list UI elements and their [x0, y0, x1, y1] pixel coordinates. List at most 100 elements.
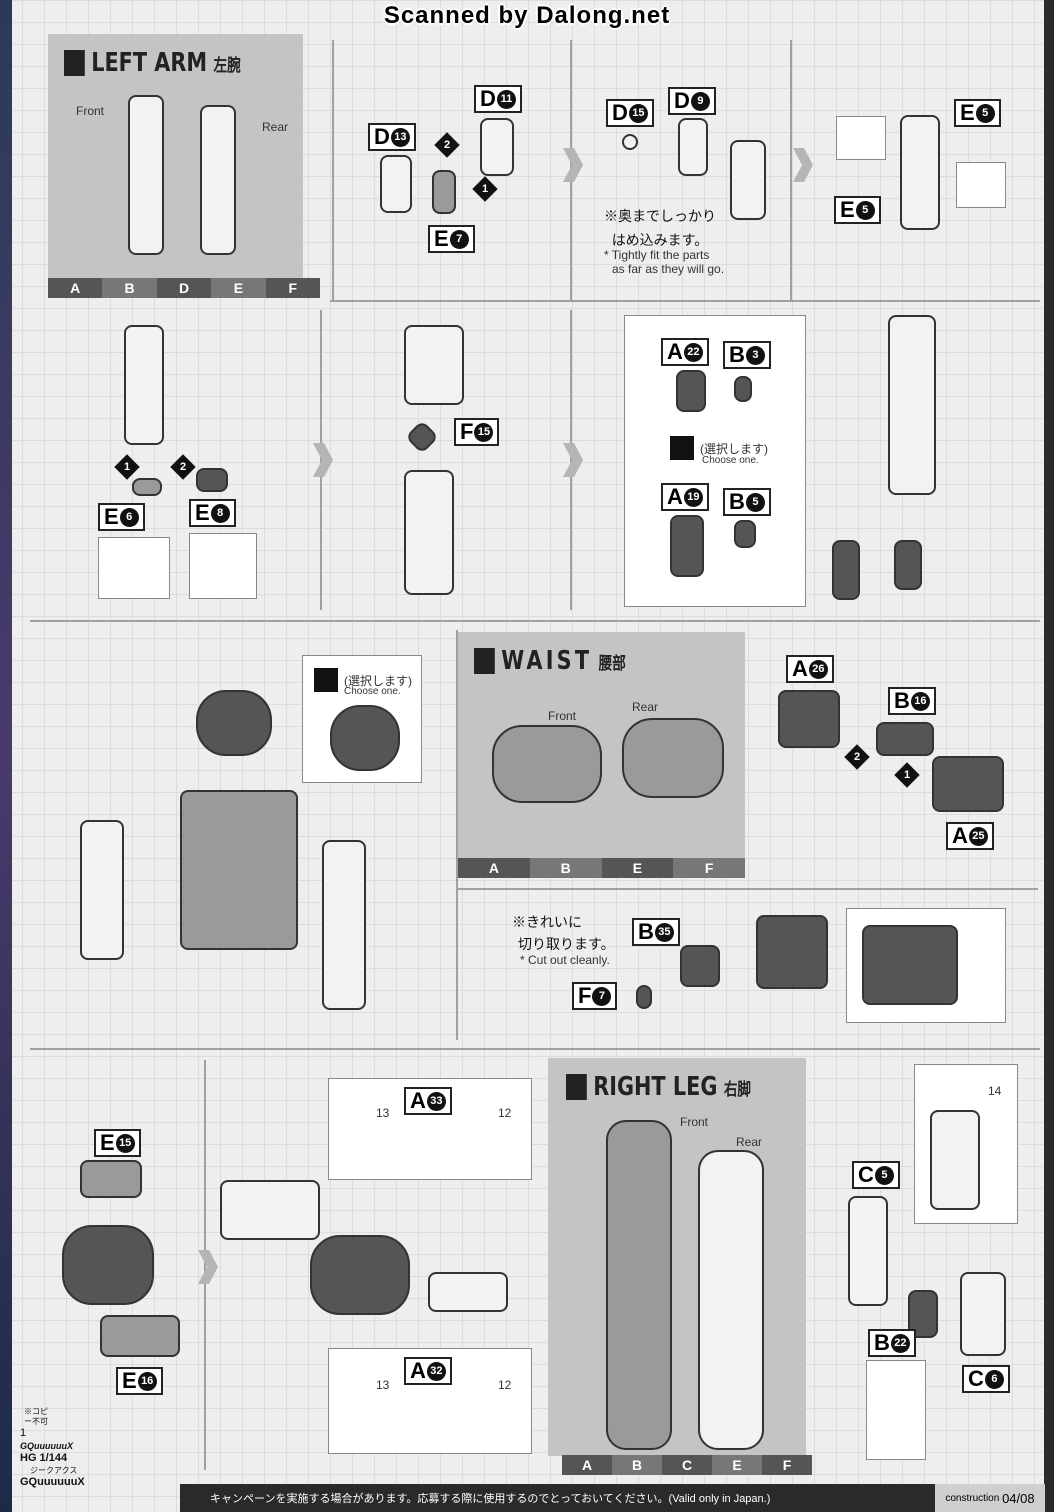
choose-box: [624, 315, 806, 607]
part-illustration: [756, 915, 828, 989]
detail-box: [956, 162, 1006, 208]
footer-bar: キャンペーンを実施する場合があります。応募する際に使用するのでとっておいてくださ…: [180, 1484, 1010, 1512]
part-illustration: [432, 170, 456, 214]
next-arrow-icon: [198, 1250, 218, 1284]
waist-front-illustration: [492, 725, 602, 803]
choose-jp: (選択します): [700, 442, 768, 456]
part-illustration: [132, 478, 162, 496]
detail-box: [836, 116, 886, 160]
part-number-badge: 13: [390, 127, 410, 147]
page-number: construction 04/08: [935, 1484, 1045, 1512]
step-marker: 2: [434, 132, 460, 158]
step-marker: 1: [894, 762, 920, 788]
part-number-badge: 15: [474, 422, 494, 442]
step-marker: 2: [170, 454, 196, 480]
part-illustration: [124, 325, 164, 445]
divider: [332, 40, 334, 300]
arm-illustration: [322, 840, 366, 1010]
page-edge: [1044, 0, 1054, 1512]
part-illustration: [404, 325, 464, 405]
rear-label: Rear: [262, 120, 289, 134]
page-value: 04/08: [1002, 1490, 1035, 1506]
arm-illustration: [888, 315, 936, 495]
part-number-badge: 15: [628, 103, 648, 123]
part-illustration: [960, 1272, 1006, 1356]
part-illustration: [680, 945, 720, 987]
divider: [790, 40, 792, 300]
part-illustration: [62, 1225, 154, 1305]
part-illustration: [310, 1235, 410, 1315]
part-number-badge: 5: [975, 103, 995, 123]
leg-rear-illustration: [698, 1150, 764, 1450]
part-illustration: [932, 756, 1004, 812]
choose-jp: (選択します): [344, 674, 412, 688]
waist-rear-illustration: [622, 718, 724, 798]
front-label: Front: [548, 709, 577, 723]
hand-part-illustration: [670, 515, 704, 577]
part-number-badge: 32: [426, 1361, 446, 1381]
brand-logo: GQuuuuuuX: [20, 1440, 73, 1451]
part-illustration: [930, 1110, 980, 1210]
detail-box: [98, 537, 170, 599]
part-illustration: [100, 1315, 180, 1357]
left-arm-panel: [48, 34, 303, 278]
leg-front-illustration: [606, 1120, 672, 1450]
note-jp: ※きれいに: [512, 914, 582, 930]
note-en: * Tightly fit the parts: [604, 248, 710, 262]
next-arrow-icon: [793, 148, 813, 182]
part-illustration: [196, 468, 228, 492]
scale: HG 1/144: [20, 1452, 68, 1464]
note-en: as far as they will go.: [612, 262, 725, 276]
part-illustration: [428, 1272, 508, 1312]
part-number-badge: 22: [683, 342, 703, 362]
arm-front-illustration: [128, 95, 164, 255]
position-marker: 12: [498, 1378, 512, 1392]
divider: [320, 310, 322, 610]
part-illustration: [730, 140, 766, 220]
page-label: construction: [945, 1492, 1000, 1504]
part-number-badge: 5: [855, 200, 875, 220]
part-illustration: [480, 118, 514, 176]
part-illustration: [862, 925, 958, 1005]
copy-notice: ※コピー不可: [24, 1407, 48, 1426]
part-number-badge: 26: [808, 659, 828, 679]
front-label: Front: [76, 104, 105, 118]
part-number-badge: 5: [874, 1165, 894, 1185]
part-illustration: [778, 690, 840, 748]
step-marker: 1: [114, 454, 140, 480]
part-number-badge: 9: [690, 91, 710, 111]
arm-rear-illustration: [200, 105, 236, 255]
divider: [330, 300, 1040, 302]
note-jp: ※奥までしっかり: [604, 208, 716, 224]
part-illustration: [848, 1196, 888, 1306]
part-illustration: [380, 155, 412, 213]
choose-en: Choose one.: [344, 686, 401, 697]
part-number-badge: 22: [890, 1333, 910, 1353]
part-number-badge: 11: [496, 89, 516, 109]
head-illustration: [330, 705, 400, 771]
note-jp: 切り取ります。: [518, 936, 615, 952]
part-illustration: [80, 1160, 142, 1198]
part-illustration: [636, 985, 652, 1009]
divider: [30, 1048, 1040, 1050]
hand-part-illustration: [894, 540, 922, 590]
part-illustration: [622, 134, 638, 150]
product-name: GQuuuuuuX: [20, 1475, 85, 1488]
part-number-badge: 3: [745, 345, 765, 365]
